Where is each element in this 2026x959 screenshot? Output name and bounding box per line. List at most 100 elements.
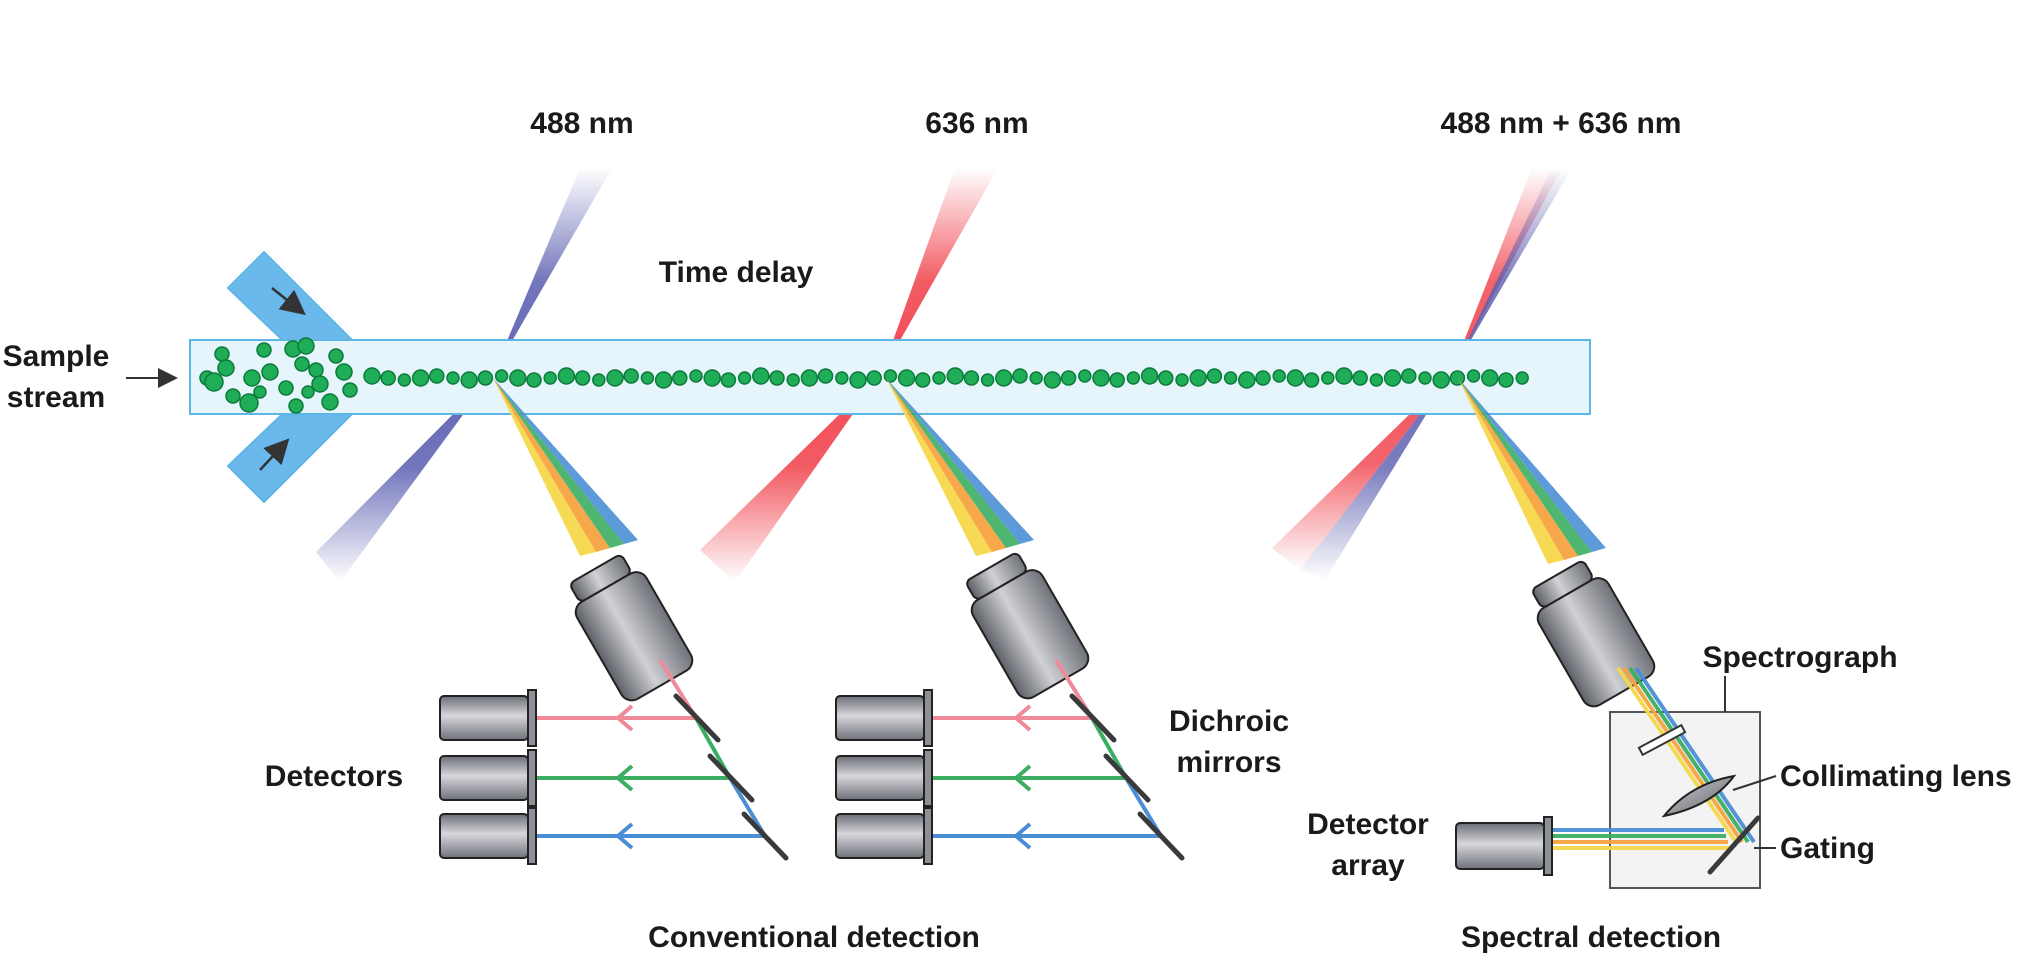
- gating-label: Gating: [1780, 832, 1875, 865]
- objective-lens-icon: [966, 552, 1090, 700]
- cell: [654, 371, 673, 389]
- detector-icon: [835, 749, 933, 807]
- emission-fan-2: [886, 378, 1034, 556]
- cell: [849, 371, 867, 389]
- cell: [623, 368, 639, 384]
- cell: [1303, 372, 1320, 388]
- cell: [1335, 367, 1353, 385]
- cell: [883, 369, 898, 383]
- cell: [866, 370, 882, 386]
- laser-beam-combined: [1272, 168, 1572, 580]
- time-delay-label: Time delay: [659, 256, 814, 289]
- cell: [1158, 370, 1174, 386]
- cell: [980, 373, 995, 387]
- detector-icon: [439, 689, 537, 747]
- cell: [1498, 372, 1514, 388]
- cell-cluster: [199, 337, 358, 414]
- cell: [429, 368, 445, 384]
- cell: [380, 370, 396, 386]
- detector-icon: [835, 807, 933, 865]
- cell: [1109, 372, 1125, 388]
- cell: [752, 367, 770, 385]
- cell: [786, 373, 800, 387]
- detector-group-left: [439, 689, 537, 865]
- spectral-beam: [1548, 666, 1756, 850]
- cell: [915, 372, 931, 388]
- cell: [1515, 371, 1529, 385]
- detector-array-label-line1: Detector: [1307, 808, 1429, 841]
- cell: [737, 371, 752, 385]
- laser-636-label: 636 nm: [925, 107, 1028, 140]
- cell: [995, 369, 1013, 387]
- cell: [672, 370, 688, 386]
- entrance-slit: [1637, 723, 1687, 757]
- cell: [1352, 370, 1368, 386]
- cell: [1043, 371, 1062, 389]
- cell: [574, 370, 591, 386]
- laser-488-label: 488 nm: [530, 107, 633, 140]
- cell: [1060, 370, 1077, 386]
- spectrograph-box: [1609, 676, 1761, 889]
- cell: [1175, 373, 1189, 387]
- collimating-lens-leader: [1732, 775, 1777, 791]
- cell: [1078, 369, 1092, 383]
- detector-icon: [439, 807, 537, 865]
- cell: [932, 371, 946, 385]
- cell: [817, 368, 834, 384]
- detector-group-right: [835, 689, 933, 865]
- cell: [494, 369, 509, 383]
- cell: [446, 371, 460, 385]
- cell: [800, 369, 819, 387]
- spectrograph-label: Spectrograph: [1702, 641, 1897, 674]
- cell: [509, 369, 527, 387]
- cell: [526, 372, 542, 388]
- detector-icon: [835, 689, 933, 747]
- cell: [460, 371, 478, 389]
- lower-inlet-arrow-icon: [259, 438, 290, 471]
- dichroic-mirror-icon: [673, 693, 789, 861]
- cell: [1223, 371, 1238, 385]
- laser-combined-label: 488 nm + 636 nm: [1441, 107, 1682, 140]
- cell: [640, 371, 655, 385]
- collimating-lens-icon: [1661, 774, 1737, 818]
- cell: [592, 373, 606, 387]
- cell: [557, 367, 576, 385]
- cell: [1029, 371, 1043, 385]
- cell: [1401, 368, 1417, 384]
- cell: [1321, 371, 1335, 385]
- cell: [543, 371, 557, 385]
- cell: [703, 369, 721, 387]
- cell: [835, 371, 849, 385]
- cell: [1126, 371, 1141, 385]
- detector-array-icon: [1455, 816, 1553, 876]
- cell: [363, 367, 381, 385]
- cell: [1189, 369, 1207, 387]
- dichroic-mirror-icon: [1069, 693, 1185, 861]
- cell: [606, 369, 624, 387]
- cell: [720, 372, 737, 388]
- collimating-lens-label: Collimating lens: [1780, 760, 2012, 793]
- cell: [1481, 369, 1499, 387]
- cell: [769, 370, 785, 386]
- conventional-detection-label: Conventional detection: [648, 921, 980, 954]
- upper-inlet-arrow-icon: [271, 287, 306, 316]
- cell: [1272, 369, 1286, 383]
- cell: [1418, 371, 1432, 385]
- cell: [897, 369, 916, 387]
- cell: [1449, 370, 1466, 386]
- cell: [1286, 369, 1305, 387]
- sample-stream-label-line1: Sample: [3, 340, 110, 373]
- cell: [1012, 368, 1028, 384]
- cell: [411, 369, 430, 387]
- spectral-detection-label: Spectral detection: [1461, 921, 1721, 954]
- cell: [1383, 369, 1402, 387]
- detectors-label: Detectors: [265, 760, 403, 793]
- cell: [1466, 369, 1481, 383]
- emission-fan-1: [493, 378, 638, 556]
- cell: [946, 367, 964, 385]
- sample-stream-label-line2: stream: [7, 381, 105, 414]
- emission-fan-3: [1458, 378, 1606, 564]
- detector-array-label-line2: array: [1331, 849, 1405, 882]
- gating-mirror-icon: [1707, 815, 1761, 875]
- cell: [1255, 370, 1271, 386]
